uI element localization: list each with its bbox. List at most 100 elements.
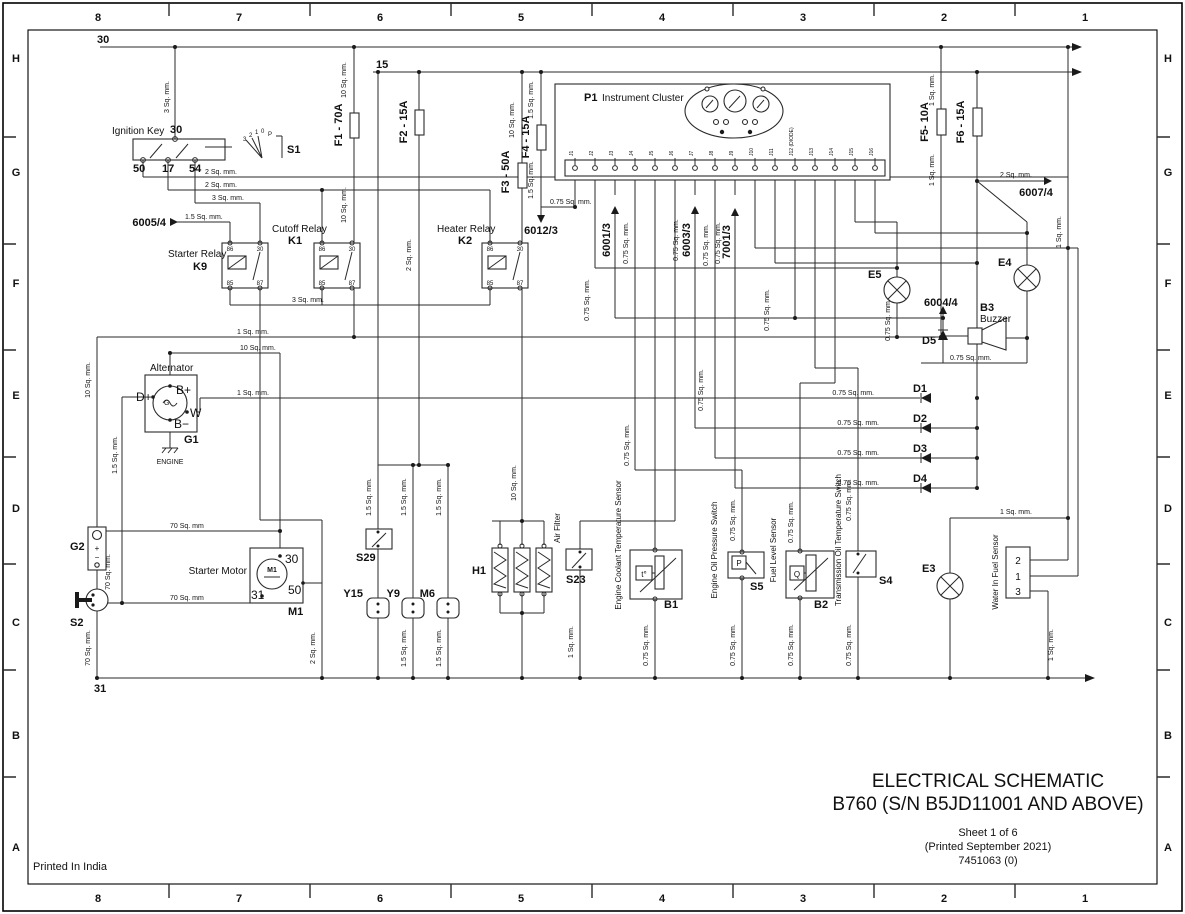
g1-id: G1 bbox=[184, 434, 199, 446]
relay-pin-85: 85 bbox=[319, 281, 326, 287]
wire-size-label: 0.75 Sq. mm. bbox=[730, 624, 737, 666]
k2-name: Heater Relay bbox=[437, 224, 495, 235]
diode-d5: D5 bbox=[922, 329, 948, 347]
bus-30-label: 30 bbox=[97, 34, 109, 46]
grid-row-label: E bbox=[12, 390, 19, 402]
grid-col-label: 2 bbox=[941, 12, 947, 24]
wire-size-label: 0.75 Sq. mm. bbox=[623, 222, 630, 264]
s4-id: S4 bbox=[879, 575, 893, 587]
starter-motor-m1: M1 30 50 31 Starter Motor M1 bbox=[189, 547, 305, 618]
alternator-bminus: B− bbox=[174, 417, 189, 431]
switch-s4: Transmission Oil Temperature Switch S4 bbox=[834, 474, 893, 606]
ref-6003-3: 6003/3 bbox=[681, 223, 693, 257]
m1-terminal-30: 30 bbox=[285, 552, 299, 566]
s1-position: 3 bbox=[243, 137, 247, 143]
grid-row-label: D bbox=[1164, 503, 1172, 515]
wire-size-label: 2 Sq. mm. bbox=[310, 632, 317, 664]
wire-size-label: 1 Sq. mm. bbox=[1056, 216, 1063, 248]
grid-row-label: C bbox=[12, 617, 20, 629]
wire-size-label: 1.5 Sq. mm. bbox=[401, 478, 408, 516]
cluster-pin-label: J7 bbox=[689, 151, 695, 157]
title-block: ELECTRICAL SCHEMATIC B760 (S/N B5JD11001… bbox=[832, 771, 1143, 867]
wire-size-label: 0.75 Sq. mm. bbox=[643, 624, 650, 666]
b3-name: Buzzer bbox=[980, 314, 1012, 325]
relay-k2: 86 30 85 87 Heater Relay K2 bbox=[437, 224, 529, 291]
b2-symbol: Q bbox=[794, 570, 800, 579]
wire-size-label: 1.5 Sq. mm. bbox=[528, 81, 535, 119]
ignition-terminal-54: 54 bbox=[189, 163, 202, 175]
alternator-w: W bbox=[190, 406, 202, 420]
wire-size-label: 0.75 Sq. mm. bbox=[788, 501, 795, 543]
p1-id: P1 bbox=[584, 92, 597, 104]
cluster-pin-label: J13 bbox=[809, 148, 815, 156]
k9-id: K9 bbox=[193, 261, 207, 273]
wire-size-label: 1.5 Sq. mm. bbox=[366, 478, 373, 516]
grid-col-label: 2 bbox=[941, 893, 947, 905]
ignition-key: Ignition Key 30 50 17 54 bbox=[112, 124, 232, 175]
wire-size-label: 1 Sq. mm. bbox=[1048, 629, 1055, 661]
s5-symbol: P bbox=[736, 559, 741, 568]
wire-size-label: 70 Sq. mm bbox=[170, 523, 204, 530]
s1-id: S1 bbox=[287, 144, 300, 156]
ref-6004-4: 6004/4 bbox=[924, 297, 959, 309]
grid-col-label: 7 bbox=[236, 12, 242, 24]
g1-inner: G bbox=[164, 400, 169, 407]
disconnect-switch-s2: S2 bbox=[70, 588, 109, 629]
ref-6005-4: 6005/4 bbox=[132, 217, 167, 229]
grid-col-label: 1 bbox=[1082, 12, 1088, 24]
cluster-pin-label: J6 bbox=[669, 151, 675, 157]
wire-size-label: 0.75 Sq. mm. bbox=[584, 279, 591, 321]
wire-size-label: 0.75 Sq. mm. bbox=[837, 450, 879, 457]
grid-row-label: G bbox=[1164, 167, 1173, 179]
wire-size-label: 3 Sq. mm. bbox=[292, 297, 324, 304]
grid-col-label: 3 bbox=[800, 893, 806, 905]
cluster-pin-label: J2 bbox=[589, 151, 595, 157]
k2-id: K2 bbox=[458, 235, 472, 247]
s2-id: S2 bbox=[70, 617, 83, 629]
e5-id: E5 bbox=[868, 269, 881, 281]
grid-row-label: H bbox=[12, 53, 20, 65]
grid-row-label: B bbox=[12, 730, 20, 742]
ignition-terminal-50: 50 bbox=[133, 163, 145, 175]
switch-s29: S29 bbox=[356, 528, 393, 564]
cluster-pin-label: J14 bbox=[829, 148, 835, 156]
fuses: F1 - 70A F2 - 15A F3 - 50A F4 - 15A F5- … bbox=[333, 101, 983, 193]
relay-pin-87: 87 bbox=[349, 281, 356, 287]
printed-in-india: Printed In India bbox=[33, 861, 108, 873]
wif-pin: 1 bbox=[1015, 572, 1021, 583]
wire-junctions bbox=[95, 45, 1070, 680]
grid-col-label: 8 bbox=[95, 893, 101, 905]
wire-size-label: 2 Sq. mm. bbox=[406, 239, 413, 271]
s1-position: 2 bbox=[249, 133, 253, 139]
wire-size-label: 0.75 Sq. mm. bbox=[550, 199, 592, 206]
diodes-d1-d4: D1 D2 D3 D4 bbox=[913, 383, 931, 493]
relay-k9: 86 30 85 87 Starter Relay K9 bbox=[168, 240, 269, 291]
s23-name: Air Filter bbox=[553, 513, 562, 543]
s5-name: Engine Oil Pressure Switch bbox=[710, 502, 719, 599]
cluster-pin-label: J12 (DIODE) bbox=[789, 127, 795, 156]
wire-size-label: 3 Sq. mm. bbox=[212, 195, 244, 202]
d1-id: D1 bbox=[913, 383, 927, 395]
e3-id: E3 bbox=[922, 563, 935, 575]
b1-symbol: t° bbox=[641, 570, 646, 579]
wire-size-label: 1 Sq. mm. bbox=[929, 154, 936, 186]
alternator-bplus: B+ bbox=[176, 383, 191, 397]
fuse-f5-label: F5- 10A bbox=[919, 102, 931, 142]
grid-col-label: 3 bbox=[800, 12, 806, 24]
relay-pin-30: 30 bbox=[517, 247, 524, 253]
grid-row-label: F bbox=[1165, 278, 1172, 290]
s4-name: Transmission Oil Temperature Switch bbox=[834, 474, 843, 606]
b2-name: Fuel Level Sensor bbox=[769, 517, 778, 582]
grid-row-label: A bbox=[12, 842, 20, 854]
s1-position: 1 bbox=[255, 130, 259, 136]
y15-id: Y15 bbox=[343, 588, 363, 600]
wire-size-label: 0.75 Sq. mm. bbox=[730, 499, 737, 541]
grid-row-label: G bbox=[12, 167, 21, 179]
g2-id: G2 bbox=[70, 541, 85, 553]
s1-position: 0 bbox=[261, 129, 265, 135]
wire-size-label: 1 Sq. mm. bbox=[1000, 509, 1032, 516]
b3-id: B3 bbox=[980, 302, 994, 314]
wire-size-labels: 3 Sq. mm. 2 Sq. mm. 2 Sq. mm. 3 Sq. mm. … bbox=[85, 62, 1063, 667]
wire-size-label: 0.75 Sq. mm. bbox=[832, 390, 874, 397]
